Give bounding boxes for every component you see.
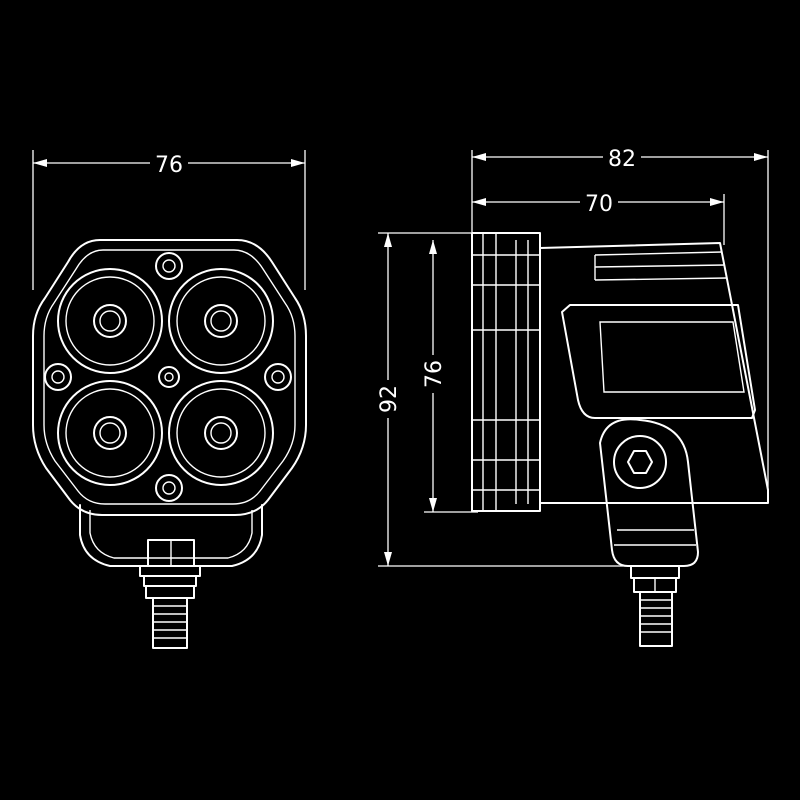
side-housing-depth-dimension: 70 (472, 189, 725, 245)
side-depth-total-label: 82 (608, 147, 636, 172)
screw-left (44, 363, 72, 391)
front-housing (32, 239, 307, 516)
side-housing-depth-label: 70 (585, 192, 613, 217)
front-view: 76 (32, 150, 307, 649)
front-width-dimension: 76 (32, 150, 306, 290)
lens-top-left (57, 268, 163, 374)
side-heatsink (539, 242, 769, 504)
side-nut-bolt (630, 565, 680, 647)
side-bracket (599, 418, 699, 567)
front-width-label: 76 (155, 153, 183, 178)
front-nut-bolt (139, 539, 201, 649)
side-housing-height-label: 76 (422, 360, 447, 388)
side-height-total-label: 92 (377, 385, 402, 413)
screw-bottom (155, 474, 183, 502)
side-view: 82 70 92 76 (375, 144, 769, 647)
side-height-total-dimension: 92 (375, 232, 660, 567)
side-housing-height-dimension: 76 (420, 240, 478, 513)
side-rear-plate (561, 304, 756, 419)
lens-top-right (168, 268, 274, 374)
lens-bottom-left (57, 380, 163, 486)
center-screw (158, 366, 180, 388)
side-depth-total-dimension: 82 (471, 144, 769, 500)
side-bezel (471, 232, 541, 512)
lens-bottom-right (168, 380, 274, 486)
screw-top (155, 252, 183, 280)
screw-right (264, 363, 292, 391)
